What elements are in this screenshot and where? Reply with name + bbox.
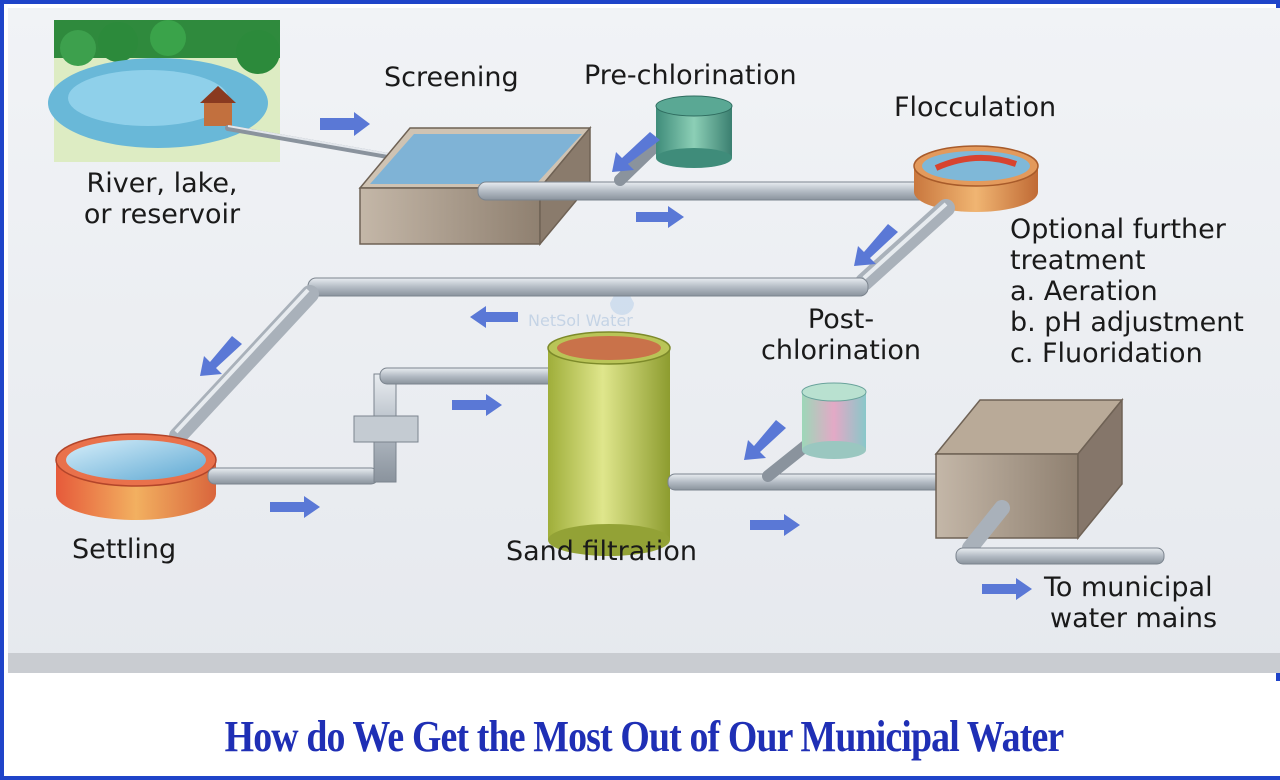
- arrow-down-left-icon: [744, 420, 786, 460]
- label-post-chlorination-line1: Post-: [807, 304, 875, 335]
- page-title: How do We Get the Most Out of Our Munici…: [224, 712, 1065, 761]
- label-municipal-line1: To municipal: [1044, 572, 1213, 603]
- label-optional-c: c. Fluoridation: [1010, 338, 1203, 370]
- arrow-right-icon: [750, 514, 800, 536]
- water-treatment-diagram: NetSol Water: [8, 8, 1280, 673]
- storage-tank: [934, 397, 1124, 541]
- bottom-strip: [8, 653, 1280, 673]
- label-optional-a: a. Aeration: [1010, 276, 1158, 308]
- watermark: NetSol Water: [528, 281, 634, 330]
- flocculation-tank: [913, 145, 1039, 212]
- sand-filtration-tank: [547, 331, 671, 556]
- label-flocculation: Flocculation: [894, 92, 1057, 123]
- label-post-chlorination-line2: chlorination: [761, 335, 921, 367]
- arrow-right-icon: [636, 206, 684, 228]
- arrow-down-left-icon: [612, 132, 660, 172]
- arrow-right-icon: [982, 578, 1032, 600]
- pipe-to-settling: [169, 285, 319, 445]
- label-optional-line1: Optional further: [1010, 214, 1226, 245]
- label-optional-b: b. pH adjustment: [1010, 307, 1244, 339]
- pre-chlorination-tank: [614, 95, 733, 186]
- label-optional-line2: treatment: [1010, 245, 1146, 277]
- label-source-line1: River, lake,: [86, 168, 238, 199]
- label-post-chlorination: Post- chlorination: [746, 304, 936, 366]
- label-sand-filtration: Sand filtration: [506, 536, 697, 567]
- pipe-output-riser: [962, 500, 1010, 556]
- label-source-line2: or reservoir: [83, 199, 241, 231]
- lake-scene: [48, 20, 280, 162]
- post-chlorination-tank: [762, 382, 867, 482]
- arrow-right-icon: [270, 496, 320, 518]
- label-pre-chlorination: Pre-chlorination: [584, 60, 797, 91]
- watermark-text: NetSol Water: [528, 311, 633, 330]
- label-municipal: To municipal water mains: [1044, 572, 1217, 634]
- label-municipal-line2: water mains: [1050, 603, 1218, 635]
- label-source: River, lake, or reservoir: [62, 168, 262, 230]
- label-settling: Settling: [72, 534, 177, 565]
- label-optional-treatment: Optional further treatment a. Aeration b…: [1010, 214, 1244, 369]
- pipe-settling-out: [207, 467, 379, 485]
- pipe-long-horizontal: [307, 277, 869, 297]
- arrow-right-icon: [320, 112, 370, 136]
- settling-tank: [55, 433, 217, 520]
- label-screening: Screening: [384, 62, 519, 93]
- pipe-intake: [225, 125, 391, 159]
- pipe-screening-flocculation: [477, 181, 929, 201]
- pipe-output: [955, 547, 1165, 565]
- arrow-left-icon: [470, 306, 518, 328]
- pipe-sand-to-storage: [667, 473, 959, 491]
- pipe-flocculation-down: [855, 199, 955, 291]
- arrow-down-left-icon: [200, 336, 242, 376]
- pipe-to-sand-filter: [379, 367, 557, 385]
- arrow-down-left-icon: [854, 224, 898, 266]
- flow-arrows: [200, 112, 1032, 600]
- footer: How do We Get the Most Out of Our Munici…: [8, 681, 1280, 776]
- arrow-right-icon: [452, 394, 502, 416]
- screening-tank: [358, 125, 592, 247]
